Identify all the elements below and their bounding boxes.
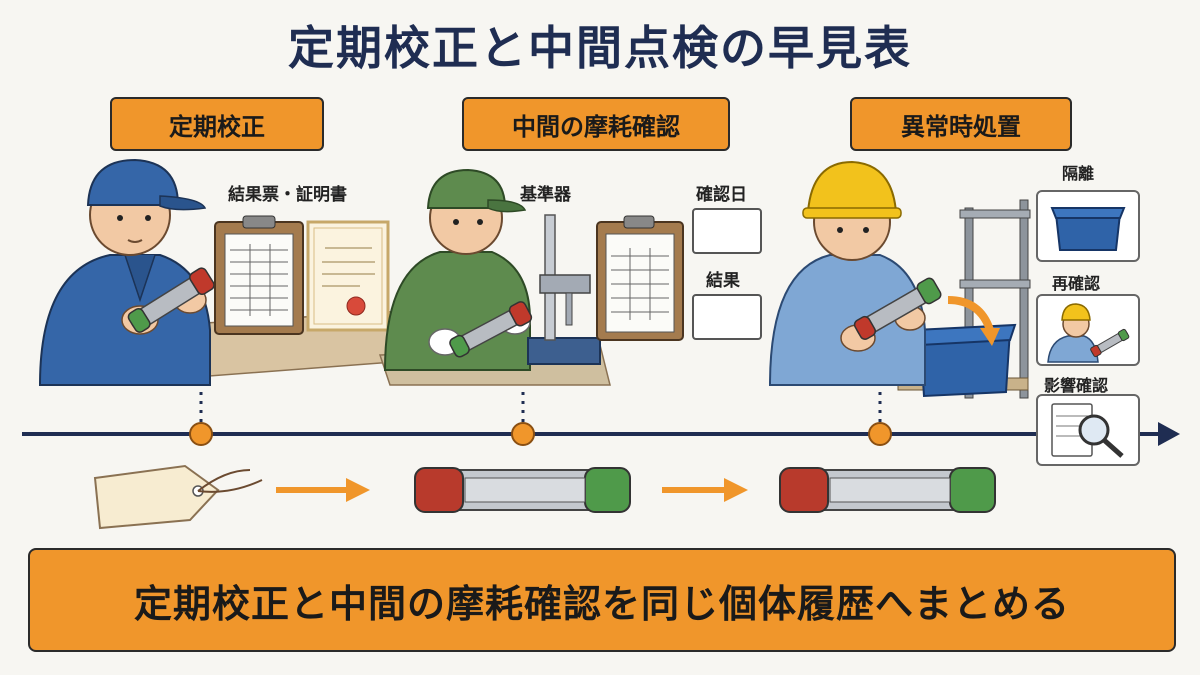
plug-gauge-illustration [779, 467, 996, 513]
worker-abnormal-illustration [768, 160, 942, 386]
box-icon [1050, 207, 1126, 251]
worker-icon [1047, 303, 1130, 363]
worker-calibration-illustration [38, 158, 215, 386]
phase-label-abnormal: 異常時処置 [850, 97, 1072, 151]
action-box-impact [1036, 394, 1140, 466]
worker-wear-check-illustration [383, 168, 533, 371]
check-sheet-illustration [596, 215, 684, 341]
arrow-icon [662, 478, 748, 502]
timeline-dot-wear-check [511, 422, 535, 446]
phase-label-wear-check: 中間の摩耗確認 [462, 97, 730, 151]
scene-calibration [38, 158, 421, 386]
timeline-dot-calibration [189, 422, 213, 446]
page-title: 定期校正と中間点検の早見表 [288, 21, 912, 75]
phase-label-calibration: 定期校正 [110, 97, 324, 151]
id-tag-illustration [93, 464, 263, 530]
scene-wear-check [378, 168, 684, 386]
action-box-isolate [1036, 190, 1140, 262]
result-box [692, 294, 762, 340]
scene-abnormal [768, 160, 1031, 399]
magnifier-icon [1051, 403, 1124, 458]
result-sheet-illustration [214, 215, 304, 335]
documents-label: 結果票・証明書 [228, 185, 347, 205]
action-box-recheck [1036, 294, 1140, 366]
reference-label: 基準器 [520, 185, 571, 205]
result-label: 結果 [706, 271, 740, 291]
action-label-isolate: 隔離 [1062, 164, 1095, 183]
summary-banner: 定期校正と中間の摩耗確認を同じ個体履歴へまとめる [28, 548, 1176, 652]
action-label-impact: 影響確認 [1044, 376, 1109, 395]
arrow-icon [276, 478, 370, 502]
action-label-recheck: 再確認 [1052, 274, 1101, 293]
timeline-dot-abnormal [868, 422, 892, 446]
quarantine-bin-illustration [913, 323, 1017, 398]
plug-gauge-illustration [414, 467, 631, 513]
check-date-label: 確認日 [696, 185, 747, 205]
history-row [93, 464, 996, 530]
certificate-illustration [306, 220, 390, 332]
reference-gauge-illustration [527, 214, 601, 365]
timeline [22, 392, 1180, 446]
check-date-box [692, 208, 762, 254]
